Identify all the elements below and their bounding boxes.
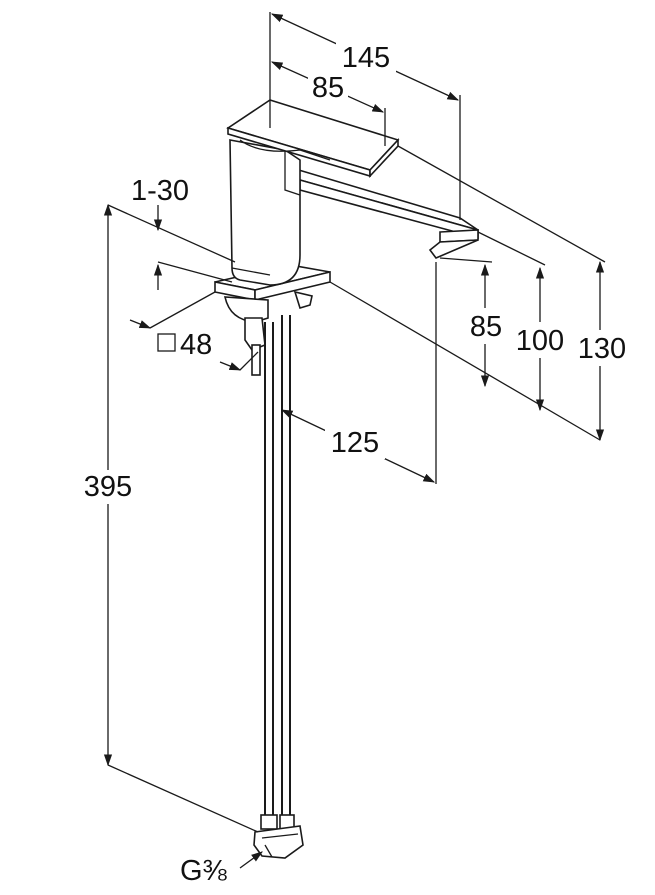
dimension-lines	[80, 12, 630, 869]
dim-85-top-label: 85	[312, 72, 344, 104]
faucet-body	[214, 99, 479, 859]
thread-size-label: G⅜	[180, 855, 228, 887]
dim-1-30-label: 1-30	[131, 175, 189, 207]
dim-130-label: 130	[578, 333, 626, 365]
dim-125-label: 125	[331, 427, 379, 459]
dim-100-label: 100	[516, 325, 564, 357]
fixing-stud	[251, 344, 261, 376]
column-edge	[284, 150, 301, 196]
spout-outlet	[428, 239, 479, 259]
spout-side	[299, 178, 479, 240]
dim-145-label: 145	[342, 42, 390, 74]
fixing-bracket	[223, 296, 269, 323]
hose-fitting	[253, 814, 304, 859]
lever-swoosh	[239, 139, 331, 161]
column-body	[229, 139, 301, 286]
fixing-clip	[293, 290, 313, 309]
square-outline-icon	[157, 333, 176, 352]
dim-48-label: 48	[180, 329, 212, 361]
dim-85-right-label: 85	[470, 311, 502, 343]
dim-395-label: 395	[84, 471, 132, 503]
